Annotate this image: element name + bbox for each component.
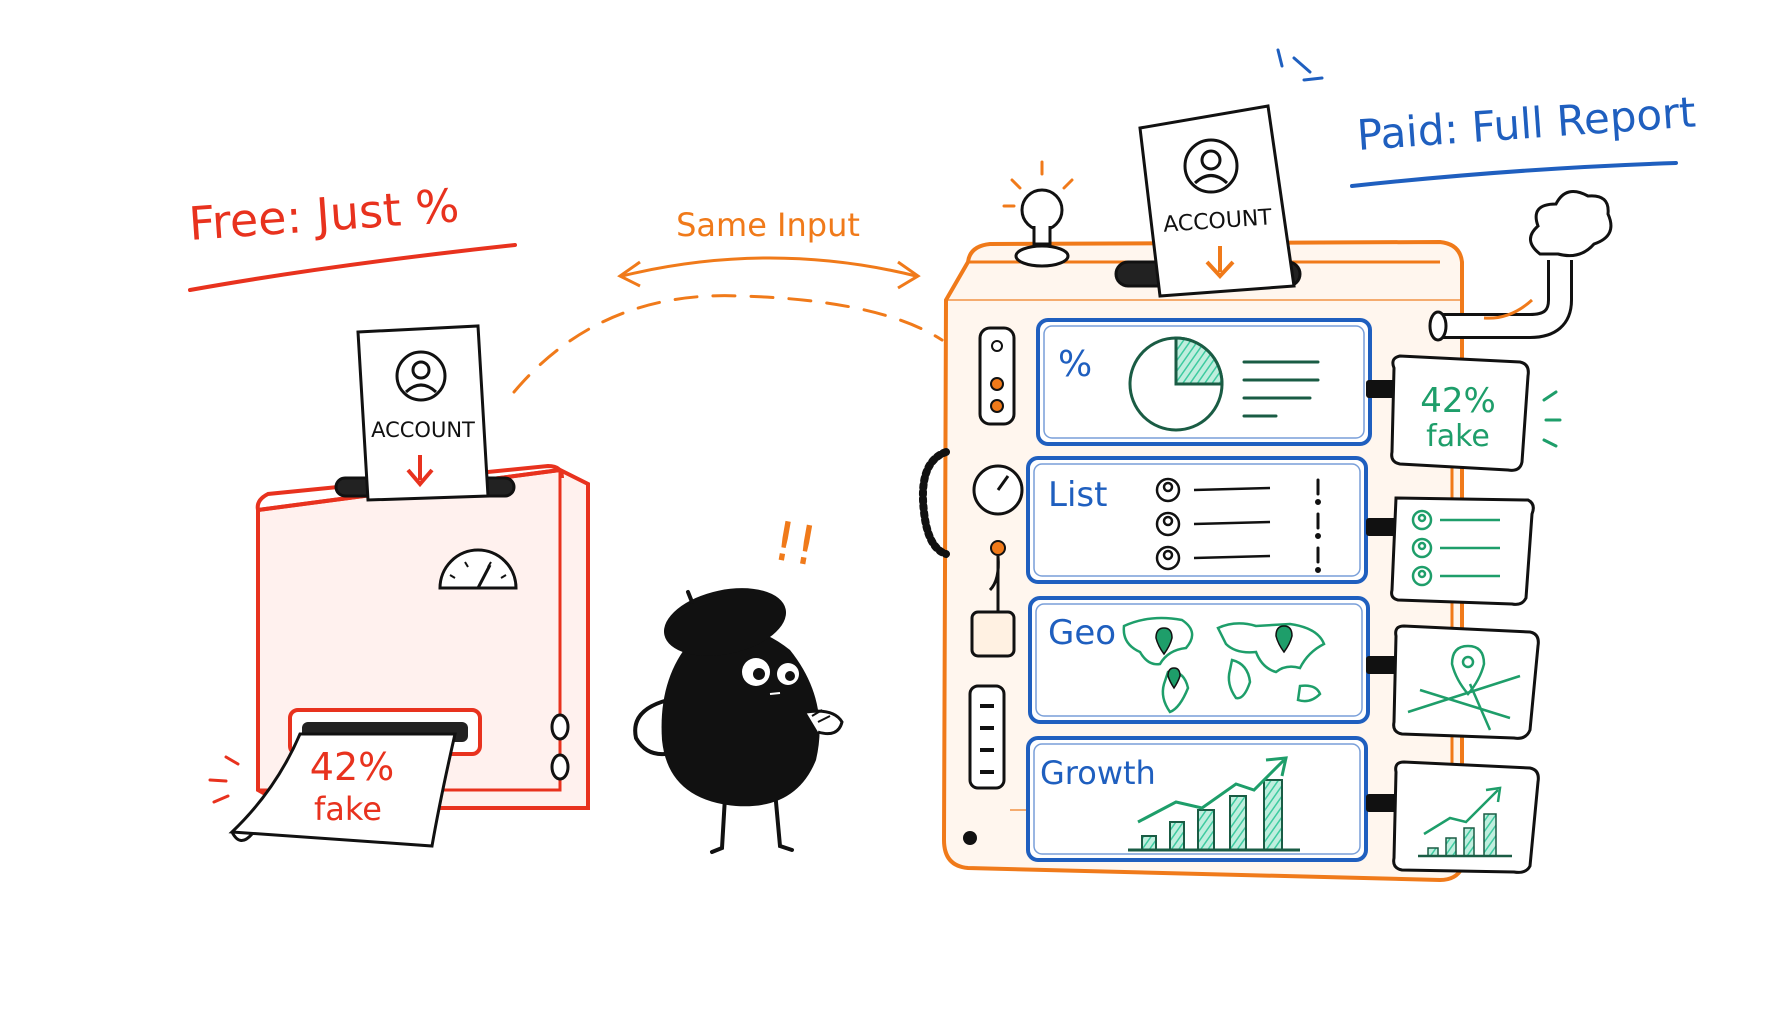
- output-percent-value: 42%: [1420, 381, 1496, 421]
- free-receipt-caption: fake: [314, 790, 382, 828]
- dial-icon: [972, 464, 1024, 516]
- output-connectors: [1366, 380, 1398, 812]
- burst-lines-right: [1542, 390, 1562, 448]
- user-avatar-icon-paid: [1183, 138, 1239, 194]
- panel-list: List: [1026, 456, 1368, 584]
- panel-percent: %: [1036, 318, 1372, 446]
- motion-lines: [1276, 48, 1324, 82]
- burst-lines-left: [208, 755, 240, 804]
- free-section: Free: Just %: [187, 178, 590, 848]
- free-account-card: ACCOUNT: [356, 324, 490, 502]
- panel-list-label: List: [1048, 475, 1107, 515]
- free-receipt: 42% fake: [228, 732, 457, 848]
- smoke-cloud: [1529, 190, 1613, 258]
- panel-percent-lines: [1242, 360, 1320, 418]
- user-avatar-icon: [395, 350, 447, 402]
- panel-percent-label: %: [1058, 344, 1092, 385]
- middle-section: Same Input !!: [512, 206, 944, 854]
- output-growth: [1392, 760, 1540, 874]
- output-geo: [1392, 624, 1540, 740]
- map-pin-icons: [1155, 625, 1293, 690]
- free-knob-top: [550, 713, 570, 741]
- world-map-icon: [1122, 616, 1326, 714]
- bar-growth-icon: [1128, 756, 1300, 852]
- warning-marks: [1315, 478, 1321, 573]
- paid-title: Paid: Full Report: [1355, 87, 1697, 160]
- paid-section: Paid: Full Report: [919, 48, 1697, 883]
- panel-geo: Geo: [1028, 596, 1370, 724]
- output-percent: 42% fake: [1390, 354, 1562, 472]
- panel-geo-label: Geo: [1048, 613, 1116, 653]
- output-list: [1390, 496, 1535, 606]
- panel-growth: Growth: [1026, 736, 1368, 862]
- arrow-down-icon-paid: [1205, 246, 1235, 279]
- dashed-arc: [512, 294, 944, 394]
- indicator-panel: [978, 326, 1016, 426]
- free-title: Free: Just %: [187, 178, 461, 251]
- paid-account-card: ACCOUNT: [1138, 48, 1324, 298]
- arrow-down-icon: [406, 455, 434, 488]
- exclamation-marks: !!: [768, 509, 822, 579]
- output-user-list-icon: [1411, 509, 1500, 587]
- gauge-icon: [438, 548, 518, 590]
- panel-growth-label: Growth: [1040, 754, 1156, 792]
- free-receipt-value: 42%: [310, 745, 394, 789]
- free-knob-bottom: [550, 753, 570, 781]
- paid-title-underline: [1350, 161, 1678, 188]
- output-percent-caption: fake: [1426, 419, 1490, 454]
- free-title-underline: [188, 243, 517, 292]
- lightbulb-icon: [1002, 160, 1074, 268]
- button-column: [968, 684, 1006, 790]
- beret-character: [633, 588, 844, 854]
- output-map-icon: [1407, 644, 1521, 731]
- output-bar-growth-icon: [1418, 786, 1512, 858]
- power-dot: [963, 831, 977, 845]
- side-handle: [919, 448, 950, 558]
- double-arrow: [617, 256, 921, 290]
- pie-chart-icon: [1128, 336, 1224, 432]
- chimney-pipe: [1428, 260, 1573, 342]
- lever-switch: [970, 540, 1016, 658]
- same-input-label: Same Input: [676, 206, 860, 244]
- free-account-label: ACCOUNT: [371, 418, 475, 442]
- user-list-icon: [1155, 477, 1271, 571]
